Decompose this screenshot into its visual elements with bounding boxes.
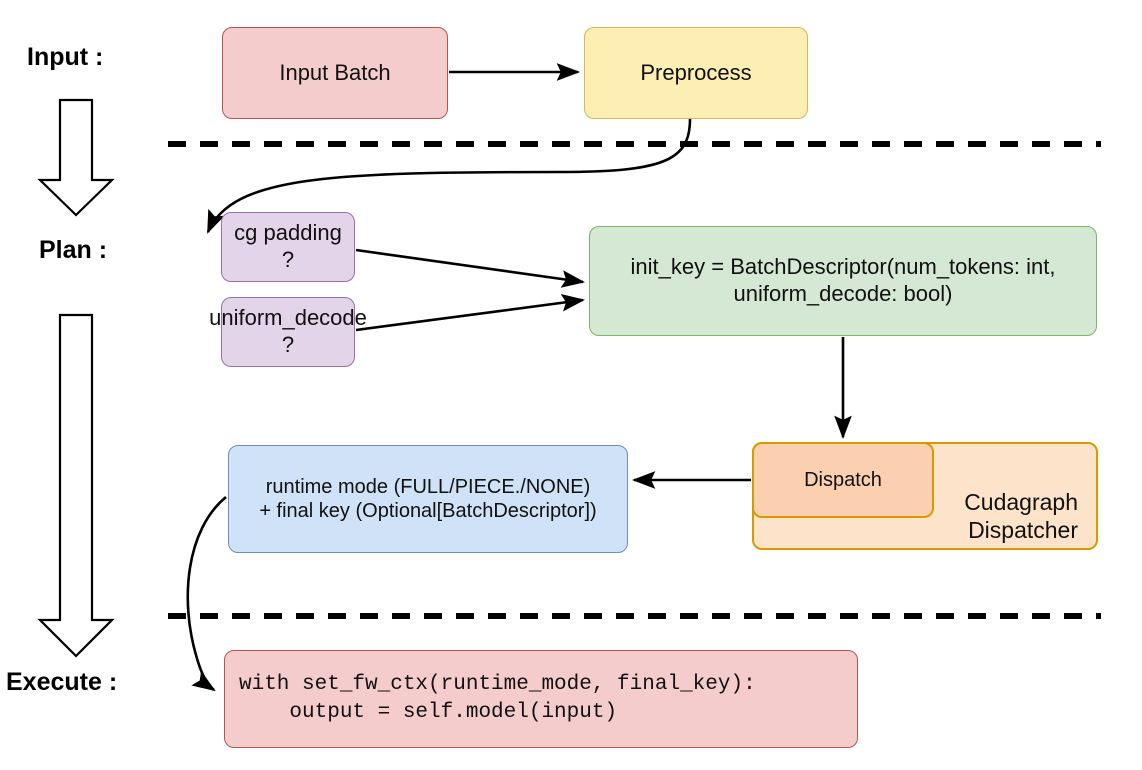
node-execute-code[interactable]: with set_fw_ctx(runtime_mode, final_key)… bbox=[224, 650, 858, 748]
node-uniform-decode-label: uniform_decode ? bbox=[209, 305, 367, 357]
node-execute-code-line2: output = self.model(input) bbox=[239, 701, 618, 724]
node-cg-padding[interactable]: cg padding ? bbox=[221, 212, 355, 282]
node-preprocess[interactable]: Preprocess bbox=[584, 27, 808, 119]
node-init-key-line1: init_key = BatchDescriptor(num_tokens: i… bbox=[630, 254, 1056, 280]
arrow-runtime-mode-to-execute-code bbox=[186, 495, 227, 692]
node-input-batch[interactable]: Input Batch bbox=[222, 27, 448, 119]
node-cudagraph-dispatcher-line1: Cudagraph bbox=[964, 488, 1078, 515]
node-runtime-mode[interactable]: runtime mode (FULL/PIECE./NONE) + final … bbox=[228, 445, 628, 553]
node-execute-code-line1: with set_fw_ctx(runtime_mode, final_key)… bbox=[239, 672, 756, 696]
node-cg-padding-label: cg padding ? bbox=[234, 220, 342, 272]
stage-label-plan: Plan : bbox=[39, 236, 108, 264]
arrow-uniform-decode-to-init-key bbox=[355, 294, 586, 332]
node-dispatch[interactable]: Dispatch bbox=[752, 442, 934, 518]
node-dispatch-label: Dispatch bbox=[804, 468, 882, 491]
node-runtime-mode-line2: + final key (Optional[BatchDescriptor]) bbox=[259, 500, 597, 522]
node-preprocess-label: Preprocess bbox=[640, 59, 752, 85]
node-init-key-line2: uniform_decode: bool) bbox=[733, 281, 953, 306]
arrow-cg-padding-to-init-key bbox=[355, 248, 586, 288]
stage-label-input: Input : bbox=[27, 43, 104, 71]
node-uniform-decode[interactable]: uniform_decode ? bbox=[209, 297, 367, 367]
input-to-plan-stage-arrow bbox=[37, 98, 115, 217]
node-runtime-mode-line1: runtime mode (FULL/PIECE./NONE) bbox=[265, 475, 591, 498]
plan-to-execute-stage-arrow bbox=[37, 313, 115, 658]
stage-label-execute: Execute : bbox=[6, 668, 118, 696]
node-cudagraph-dispatcher-line2: Dispatcher bbox=[968, 516, 1078, 543]
node-init-key[interactable]: init_key = BatchDescriptor(num_tokens: i… bbox=[589, 226, 1097, 336]
node-input-batch-label: Input Batch bbox=[279, 59, 391, 85]
